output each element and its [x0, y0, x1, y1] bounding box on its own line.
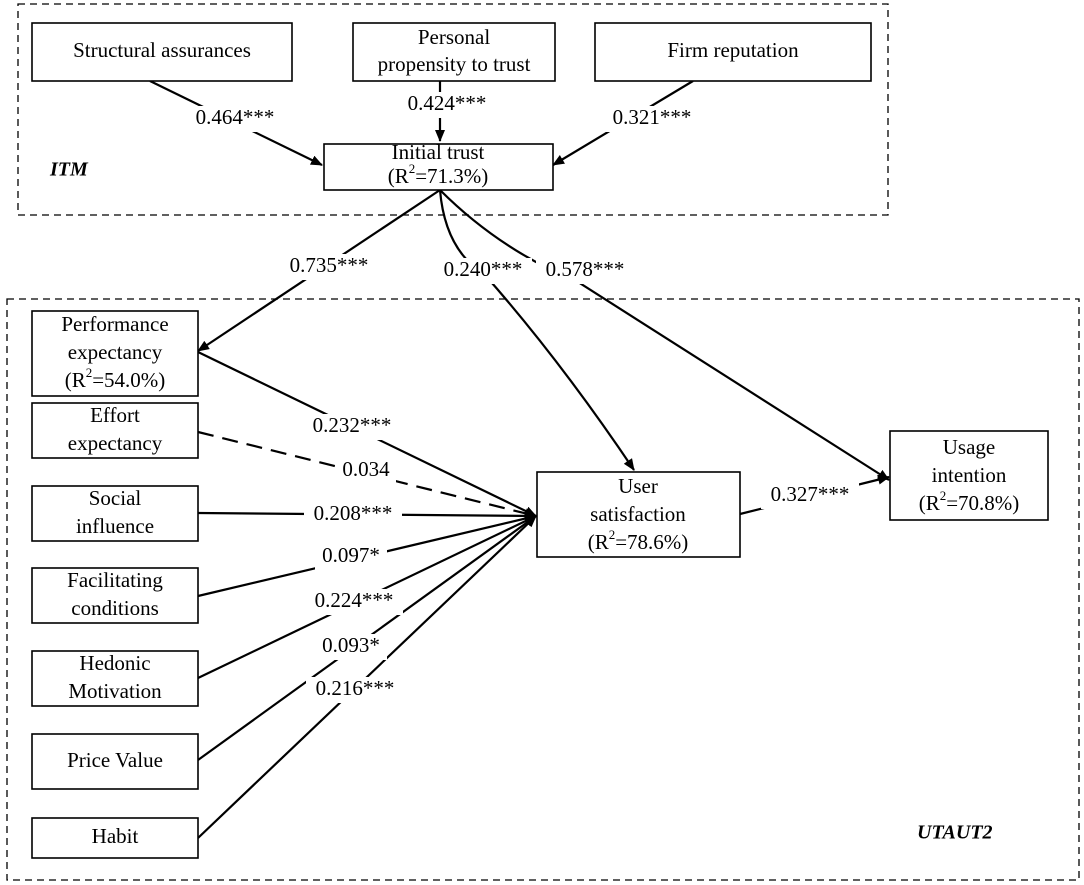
edge-initial-trust-to-intention — [439, 189, 890, 481]
edge-initial-trust-to-satisfaction — [438, 189, 635, 471]
coef-initial-trust-satisfaction: 0.240*** — [444, 257, 523, 281]
coef-propensity: 0.424*** — [408, 91, 487, 115]
node-r2: (R2=54.0%) — [65, 365, 166, 392]
node-label: satisfaction — [590, 502, 686, 526]
node-label: User — [618, 474, 658, 498]
node-label: Initial trust — [392, 140, 485, 164]
utaut2-group-frame — [6, 298, 1080, 881]
node-label: Effort — [90, 403, 140, 427]
node-structural-assurances — [31, 22, 293, 82]
node-label: Habit — [92, 824, 139, 848]
node-user-satisfaction — [536, 471, 741, 558]
node-label: Facilitating — [67, 568, 163, 592]
coef-performance: 0.232*** — [313, 413, 392, 437]
node-firm-reputation — [594, 22, 872, 82]
node-label: Price Value — [67, 748, 163, 772]
node-label: Firm reputation — [667, 38, 799, 62]
node-facilitating-conditions — [31, 567, 199, 624]
coef-hedonic: 0.224*** — [315, 588, 394, 612]
coef-satisfaction-intention: 0.327*** — [771, 482, 850, 506]
node-label: Structural assurances — [73, 38, 251, 62]
node-r2: (R2=71.3%) — [388, 161, 489, 188]
utaut2-group-title: UTAUT2 — [917, 822, 993, 844]
node-label: intention — [932, 463, 1007, 487]
itm-group-frame — [17, 3, 889, 216]
node-initial-trust — [323, 143, 554, 191]
node-r2: (R2=78.6%) — [588, 527, 689, 554]
node-price-value — [31, 733, 199, 790]
edge-effort-to-satisfaction — [197, 430, 537, 519]
node-label: Usage — [943, 435, 995, 459]
coef-structural-assurances: 0.464*** — [196, 105, 275, 129]
coef-initial-trust-intention: 0.578*** — [546, 257, 625, 281]
node-label: expectancy — [68, 340, 163, 364]
node-usage-intention — [889, 430, 1049, 521]
itm-group-title: ITM — [49, 159, 89, 181]
node-hedonic-motivation — [31, 650, 199, 707]
node-effort-expectancy — [31, 402, 199, 459]
coef-initial-trust-performance: 0.735*** — [290, 253, 369, 277]
node-label: influence — [76, 514, 154, 538]
coef-facilitating: 0.097* — [322, 543, 380, 567]
node-performance-expectancy — [31, 310, 199, 397]
coef-social: 0.208*** — [314, 501, 393, 525]
node-label: Personal — [418, 25, 490, 49]
node-label: expectancy — [68, 431, 163, 455]
coef-firm-reputation: 0.321*** — [613, 105, 692, 129]
coef-effort: 0.034 — [342, 457, 390, 481]
node-label: propensity to trust — [378, 52, 531, 76]
node-r2: (R2=70.8%) — [919, 488, 1020, 515]
node-label: Motivation — [68, 679, 162, 703]
node-label: conditions — [71, 596, 159, 620]
node-label: Hedonic — [79, 651, 150, 675]
node-label: Performance — [61, 312, 168, 336]
node-social-influence — [31, 485, 199, 542]
coef-price: 0.093* — [322, 633, 380, 657]
node-personal-propensity — [352, 22, 556, 82]
coef-habit: 0.216*** — [316, 676, 395, 700]
node-habit — [31, 817, 199, 859]
node-label: Social — [89, 486, 142, 510]
